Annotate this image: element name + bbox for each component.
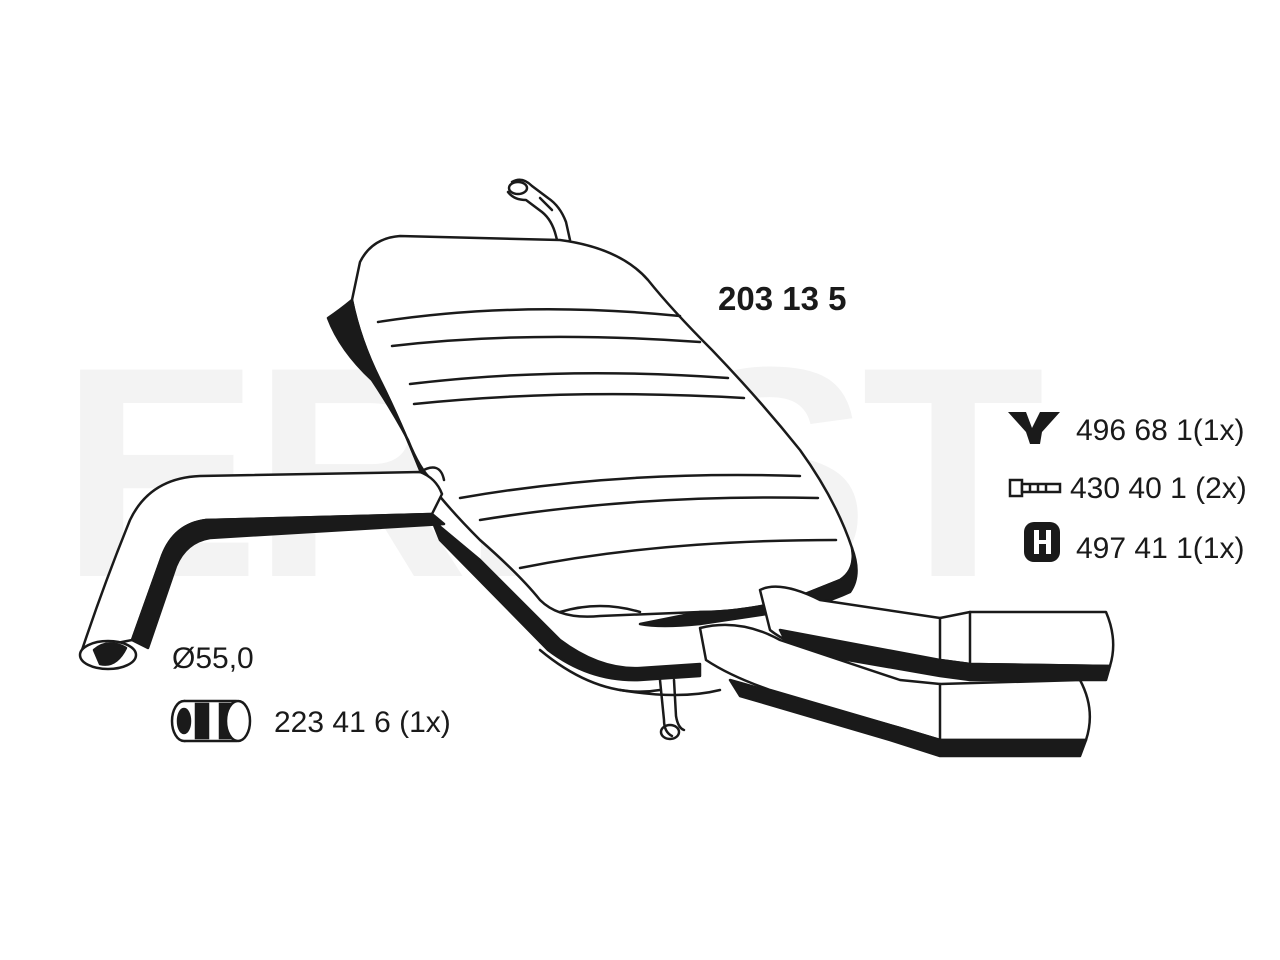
accessory-code-clamp: 223 41 6 (1x) — [274, 706, 451, 739]
bottom-hanger-rod — [658, 678, 686, 741]
pipe-clamp-icon — [170, 699, 252, 743]
bolt-icon — [1008, 478, 1062, 498]
accessory-code-bolt: 430 40 1 (2x) — [1070, 472, 1247, 505]
accessory-code-mount: 496 68 1(1x) — [1076, 414, 1245, 447]
muffler-rim — [326, 298, 434, 482]
accessory-code-hanger: 497 41 1(1x) — [1076, 532, 1245, 565]
tailpipe-upper — [758, 585, 1115, 682]
diameter-label: Ø55,0 — [172, 642, 254, 675]
part-number: 203 13 5 — [718, 280, 847, 317]
rubber-mount-y-icon — [1008, 412, 1060, 444]
tailpipe-lower — [698, 623, 1092, 758]
inlet-pipe — [78, 466, 446, 671]
rubber-hanger-icon — [1024, 522, 1060, 562]
top-hanger-rod — [506, 178, 572, 246]
